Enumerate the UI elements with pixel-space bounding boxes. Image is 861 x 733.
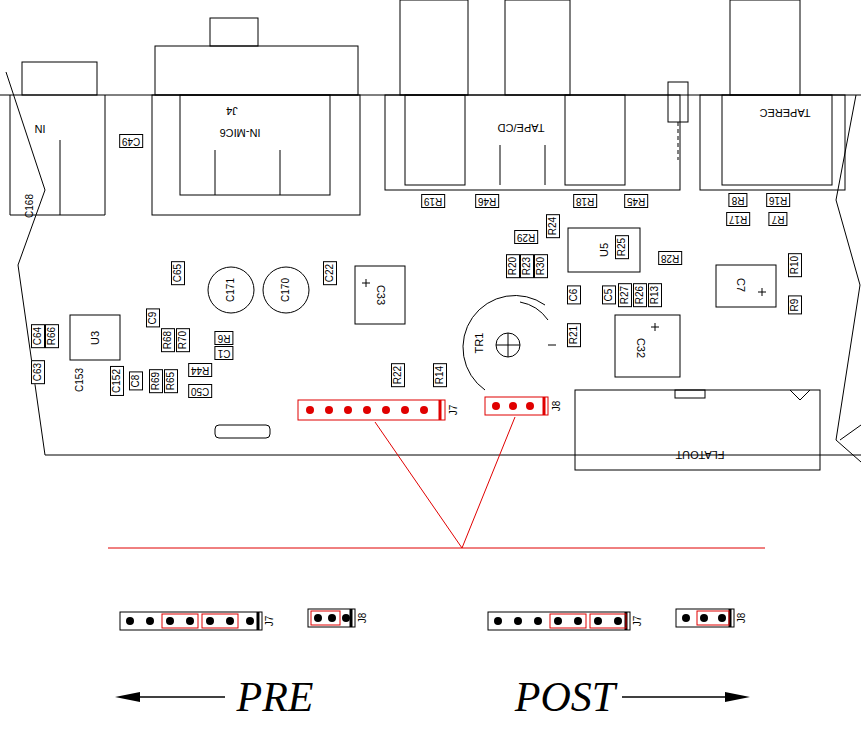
designator: C32: [635, 338, 646, 358]
part-label: R68: [161, 328, 175, 352]
part-label: R22: [391, 363, 405, 387]
part-label: R26: [633, 283, 647, 307]
part-label: R13: [648, 283, 662, 307]
part-label: R27: [618, 283, 632, 307]
designator: U3: [90, 331, 101, 345]
part-label: C8: [129, 372, 143, 391]
designator: J7: [449, 405, 459, 416]
mode-caption: POST: [515, 676, 615, 718]
part-label: C5: [602, 286, 616, 305]
part-label: R70: [176, 328, 190, 352]
part-label: R46: [475, 194, 499, 208]
designator: C170: [281, 278, 291, 302]
part-label: R19: [421, 194, 445, 208]
part-label: R25: [615, 235, 629, 259]
part-label: R69: [149, 369, 163, 393]
part-label: R44: [188, 363, 212, 377]
part-label: R20: [506, 254, 520, 278]
part-label: R10: [788, 253, 802, 277]
designator: IN-MIC6: [220, 127, 261, 138]
part-label: C64: [31, 324, 45, 348]
part-label: R9: [788, 296, 802, 315]
part-label: R16: [766, 193, 790, 207]
designator: J4: [226, 105, 238, 116]
designator: TAPEREC: [759, 107, 810, 118]
designator: FLATOUT: [675, 449, 724, 460]
designator: C7: [735, 278, 746, 292]
designator: J8: [737, 613, 747, 624]
mode-caption: PRE: [237, 676, 314, 718]
part-label: R24: [546, 214, 560, 238]
part-label: C49: [119, 134, 143, 148]
designator: TAPE/CD: [498, 122, 545, 133]
part-label: R8: [729, 193, 748, 207]
designator: C153: [75, 368, 85, 392]
designator: J8: [552, 401, 562, 412]
designator: IN: [35, 123, 46, 134]
designator: C33: [375, 285, 386, 305]
part-label: C9: [146, 309, 160, 328]
part-label: R7: [769, 212, 788, 226]
part-label: R45: [624, 194, 648, 208]
designator: C168: [25, 194, 35, 218]
part-label: C152: [110, 366, 124, 396]
part-label: R18: [573, 194, 597, 208]
part-label: R30: [534, 254, 548, 278]
designator: TR1: [474, 333, 485, 354]
part-label: R21: [567, 323, 581, 347]
part-label: C50: [188, 384, 212, 398]
part-label: C63: [31, 360, 45, 384]
part-label: R23: [520, 254, 534, 278]
part-label: C22: [323, 261, 337, 285]
designator: J7: [633, 616, 643, 627]
designator: J8: [358, 613, 368, 624]
part-label: R17: [726, 212, 750, 226]
part-label: R6: [215, 331, 234, 345]
part-label: C1: [215, 346, 234, 360]
part-label: R28: [658, 251, 682, 265]
designator: J7: [265, 616, 275, 627]
part-label: C65: [171, 261, 185, 285]
part-label: C6: [567, 286, 581, 305]
part-label: R66: [45, 324, 59, 348]
part-label: R14: [433, 363, 447, 387]
designator: U5: [599, 243, 610, 257]
part-label: R29: [514, 230, 538, 244]
designator: C171: [226, 278, 236, 302]
part-label: R65: [164, 369, 178, 393]
